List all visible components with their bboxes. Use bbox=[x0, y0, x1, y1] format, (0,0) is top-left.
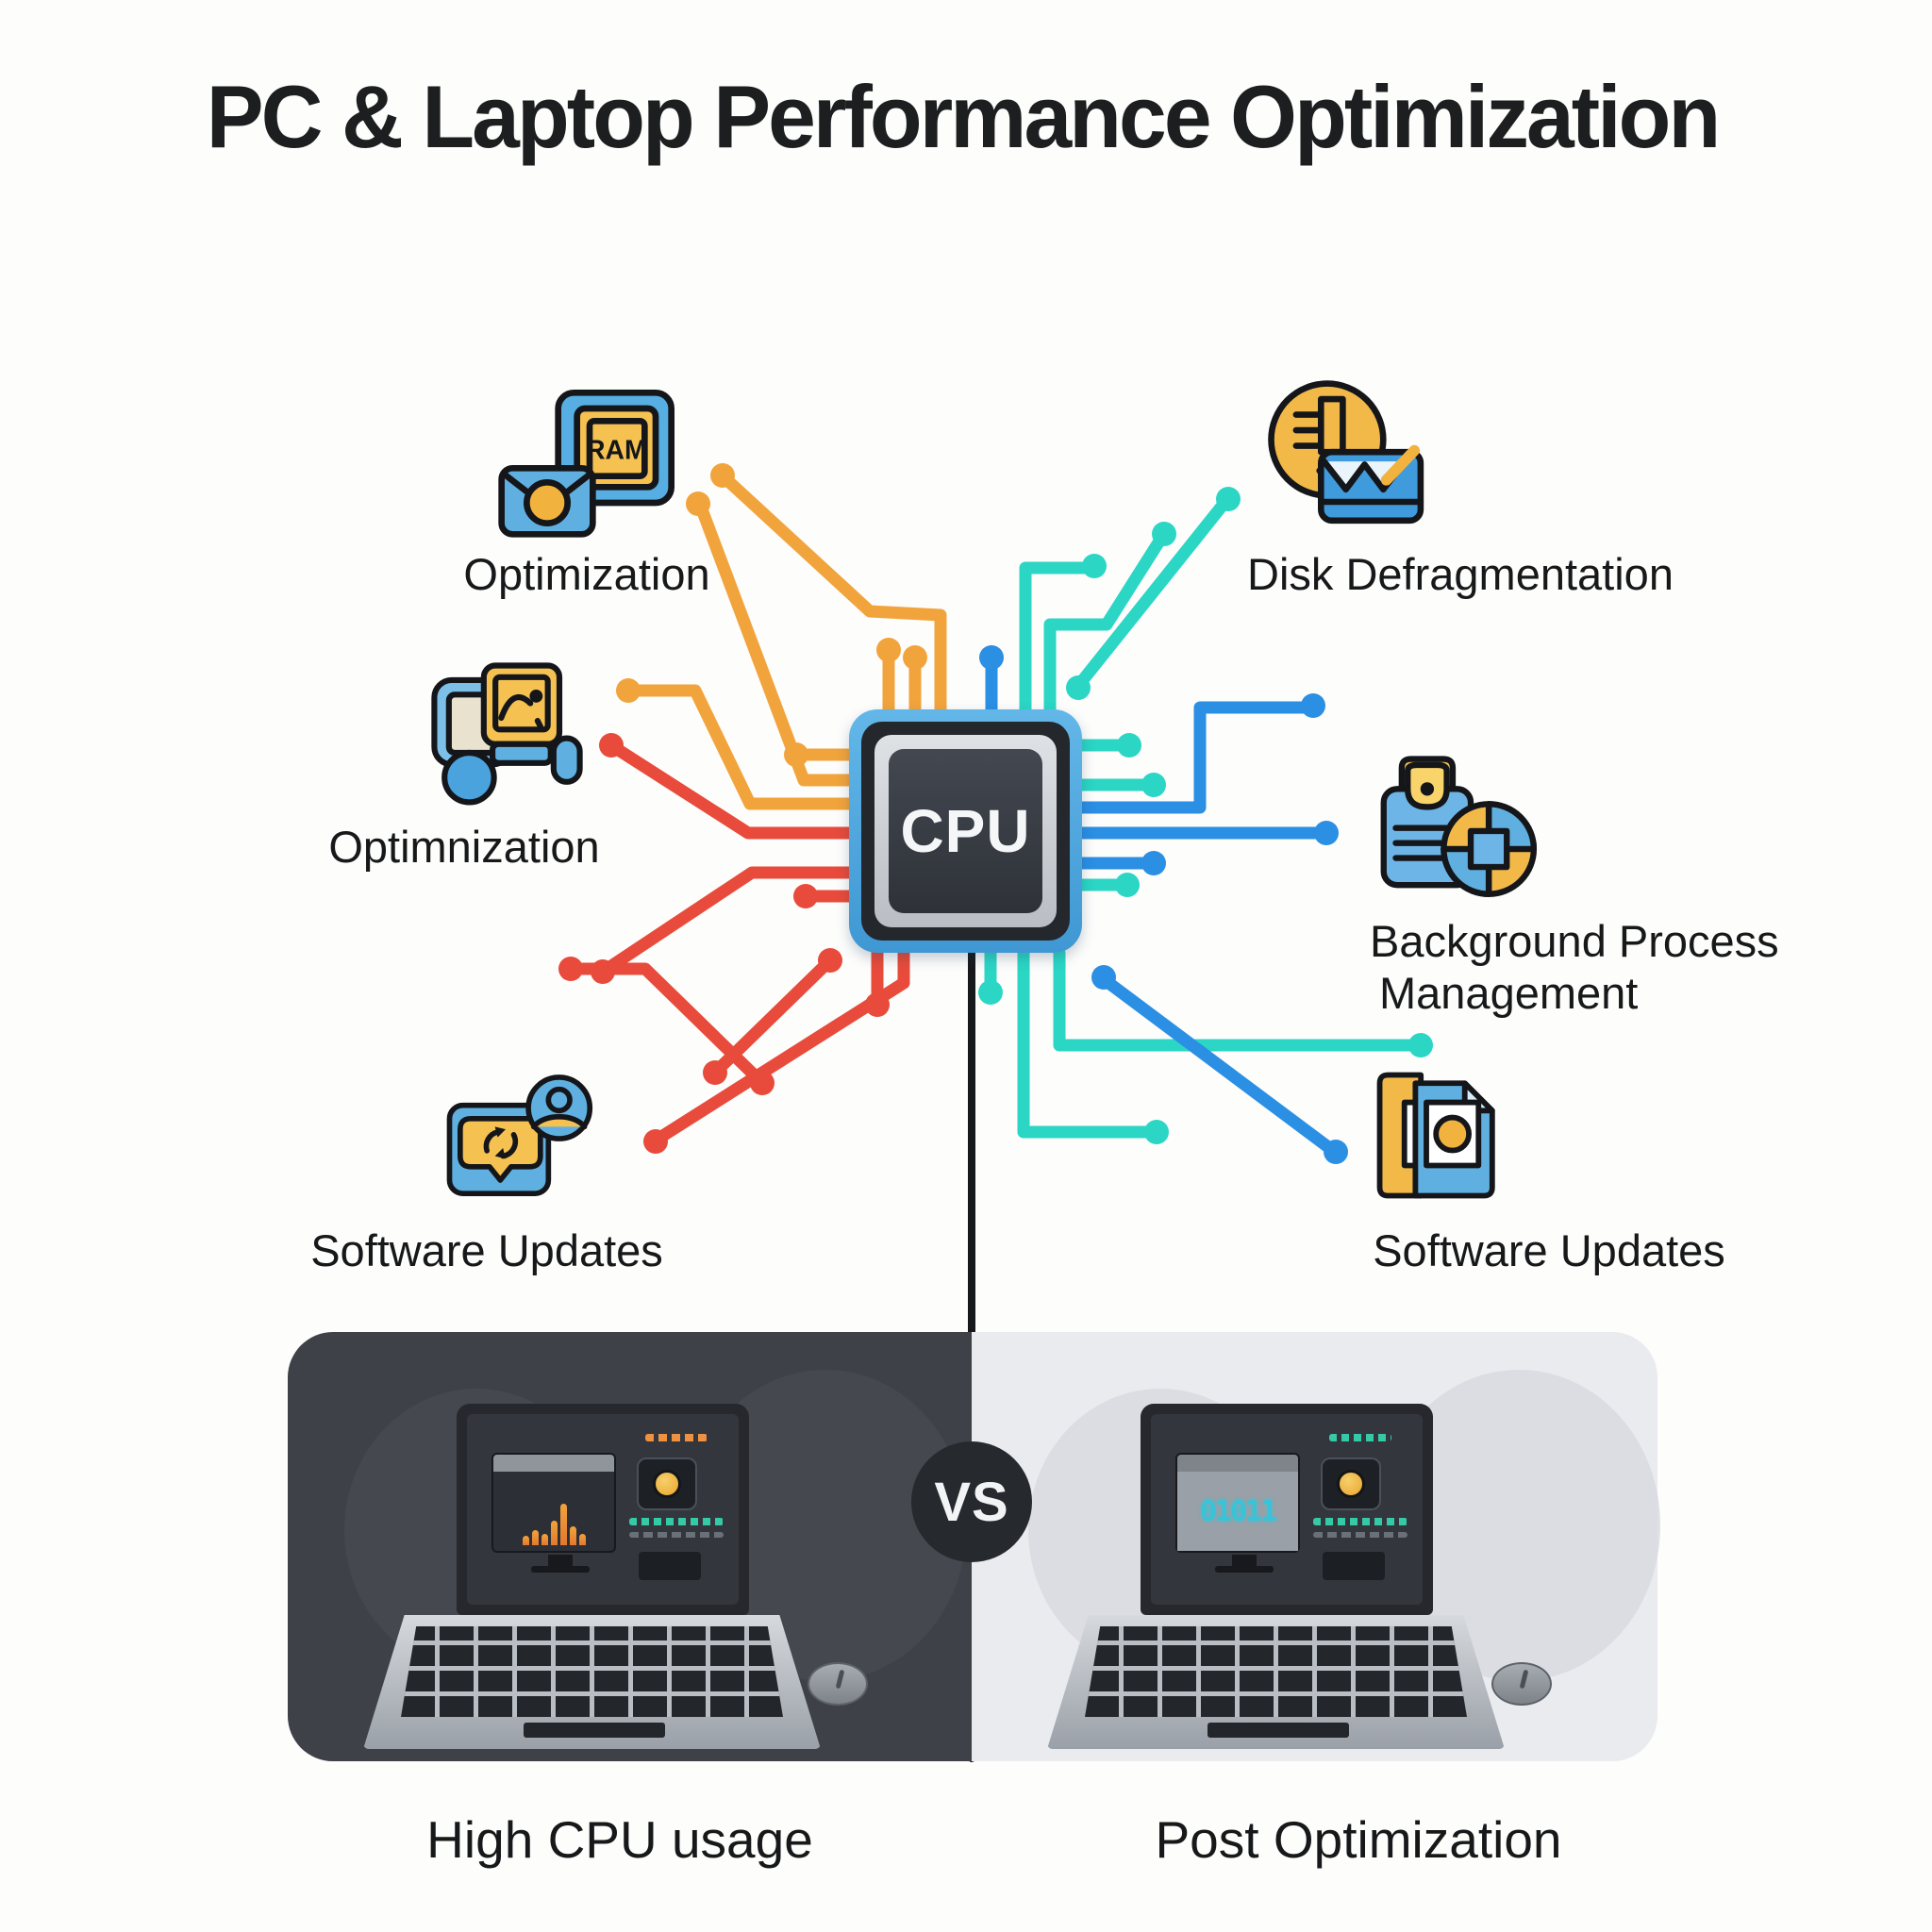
caption-post-optimization: Post Optimization bbox=[1155, 1810, 1562, 1869]
cpu-usage-bar bbox=[569, 1526, 576, 1545]
app-icon bbox=[637, 1457, 697, 1510]
node-label-software-updates-left: Software Updates bbox=[310, 1225, 663, 1275]
trace-group-red bbox=[558, 733, 910, 1154]
node-label-background-process-line1: Background Process bbox=[1370, 916, 1779, 966]
gauge-icon bbox=[1337, 1470, 1365, 1498]
node-label-software-updates-right: Software Updates bbox=[1373, 1225, 1725, 1275]
status-row bbox=[629, 1518, 724, 1525]
cpu-usage-bar bbox=[559, 1504, 567, 1545]
status-row bbox=[1313, 1532, 1407, 1538]
keyboard-keys bbox=[1085, 1626, 1467, 1717]
monitor-stand bbox=[531, 1555, 590, 1573]
laptop-display-left bbox=[467, 1414, 739, 1605]
laptop-display-right: 01011 bbox=[1151, 1414, 1423, 1605]
status-row bbox=[629, 1532, 724, 1538]
node-label-background-process-line2: Management bbox=[1379, 968, 1639, 1018]
node-label-optimization: Optimization bbox=[463, 549, 710, 599]
trace-group-orange bbox=[616, 463, 947, 810]
computer-graph-icon bbox=[420, 653, 594, 818]
page-title: PC & Laptop Performance Optimization bbox=[206, 67, 1721, 166]
cpu-chip-core: CPU bbox=[889, 749, 1042, 913]
laptop-screen-left bbox=[457, 1404, 749, 1615]
window-titlebar bbox=[1177, 1455, 1298, 1472]
cpu-usage-bars bbox=[493, 1472, 614, 1551]
keyboard-keys bbox=[401, 1626, 783, 1717]
node-label-optimnization: Optimnization bbox=[328, 822, 600, 872]
cpu-usage-bar bbox=[541, 1534, 548, 1545]
process-wheel-icon bbox=[1370, 750, 1554, 915]
screen-text-row bbox=[645, 1434, 708, 1441]
trace-group-teal bbox=[978, 487, 1433, 1144]
screen-text-row bbox=[1329, 1434, 1391, 1441]
cpu-usage-bar bbox=[578, 1534, 586, 1545]
gauge-icon bbox=[653, 1470, 681, 1498]
status-row bbox=[1313, 1518, 1407, 1525]
taskbar-block bbox=[1323, 1552, 1385, 1580]
cpu-usage-window bbox=[491, 1453, 616, 1553]
spacebar-key bbox=[1208, 1723, 1349, 1738]
caption-high-cpu-usage: High CPU usage bbox=[426, 1810, 813, 1869]
cpu-usage-bar bbox=[531, 1530, 539, 1545]
mouse-right bbox=[1491, 1662, 1552, 1706]
cpu-chip: CPU bbox=[849, 709, 1082, 953]
cpu-usage-bar bbox=[550, 1521, 558, 1545]
defrag-disk-icon bbox=[1255, 377, 1443, 533]
mouse-left bbox=[808, 1662, 868, 1706]
window-body: 01011 bbox=[1177, 1472, 1298, 1551]
node-label-background-process: Background Process Management bbox=[1370, 915, 1779, 1019]
spacebar-key bbox=[524, 1723, 665, 1738]
update-refresh-icon bbox=[441, 1062, 602, 1218]
stacked-files-icon bbox=[1366, 1062, 1517, 1208]
trace-group-blue bbox=[979, 645, 1348, 1164]
ram-chip-icon: RAM bbox=[495, 385, 684, 545]
monitor-stand bbox=[1215, 1555, 1274, 1573]
laptop-keyboard-right bbox=[1047, 1615, 1505, 1749]
ram-icon-text: RAM bbox=[586, 435, 647, 465]
laptop-keyboard-left bbox=[363, 1615, 821, 1749]
app-icon bbox=[1321, 1457, 1381, 1510]
taskbar-block bbox=[639, 1552, 701, 1580]
cpu-label: CPU bbox=[900, 797, 1031, 865]
screen-binary-text: 01011 bbox=[1199, 1494, 1277, 1528]
node-label-disk-defragmentation: Disk Defragmentation bbox=[1247, 549, 1674, 599]
optimized-window: 01011 bbox=[1175, 1453, 1300, 1553]
window-titlebar bbox=[493, 1455, 614, 1472]
vs-badge: VS bbox=[911, 1441, 1032, 1562]
cpu-usage-bar bbox=[522, 1536, 529, 1545]
laptop-screen-right: 01011 bbox=[1141, 1404, 1433, 1615]
